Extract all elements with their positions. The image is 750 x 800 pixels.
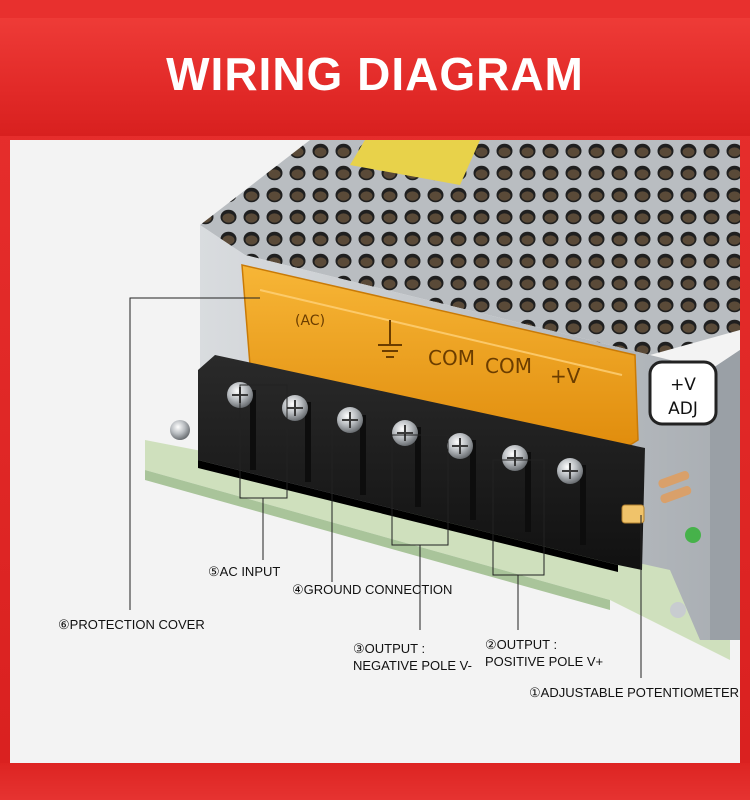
resistors	[658, 470, 692, 504]
corner-screw	[670, 602, 686, 618]
page-title: WIRING DIAGRAM	[166, 48, 584, 100]
title-banner: WIRING DIAGRAM	[0, 18, 750, 136]
adj-badge-bottom: ADJ	[668, 399, 698, 419]
ground-symbol-icon	[378, 320, 402, 358]
pcb-board	[145, 440, 730, 660]
label-negative-line1: ③OUTPUT :	[353, 641, 426, 656]
cover-text-vplus: +V	[550, 364, 581, 388]
label-negative-line2: NEGATIVE POLE V-	[353, 658, 472, 673]
adj-badge	[648, 360, 718, 426]
product-photo-panel: (AC) COM COM +V +V ADJ	[10, 140, 740, 763]
terminal-separators	[250, 390, 586, 545]
cover-text-com-1: COM	[428, 346, 475, 370]
led-indicator	[685, 527, 701, 543]
cover-text-ac: (AC)	[295, 313, 325, 329]
perforated-cover	[200, 140, 740, 355]
mounting-screw	[170, 420, 190, 440]
screw-slots	[232, 387, 578, 479]
label-protection-cover: ⑥PROTECTION COVER	[58, 617, 205, 632]
label-positive-line1: ②OUTPUT :	[485, 637, 558, 652]
label-ac-input: ⑤AC INPUT	[208, 564, 281, 579]
cover-text-com-2: COM	[485, 354, 532, 378]
power-supply-illustration: (AC) COM COM +V +V ADJ	[10, 140, 740, 763]
bottom-red-strip	[0, 763, 750, 800]
warning-sticker	[350, 140, 480, 185]
potentiometer	[621, 504, 645, 524]
label-adjustable-potentiometer: ①ADJUSTABLE POTENTIOMETER	[529, 685, 740, 700]
adj-badge-top: +V	[670, 375, 696, 395]
leader-lines	[129, 297, 642, 678]
label-ground-connection: ④GROUND CONNECTION	[292, 582, 453, 597]
label-positive-line2: POSITIVE POLE V+	[485, 654, 604, 669]
